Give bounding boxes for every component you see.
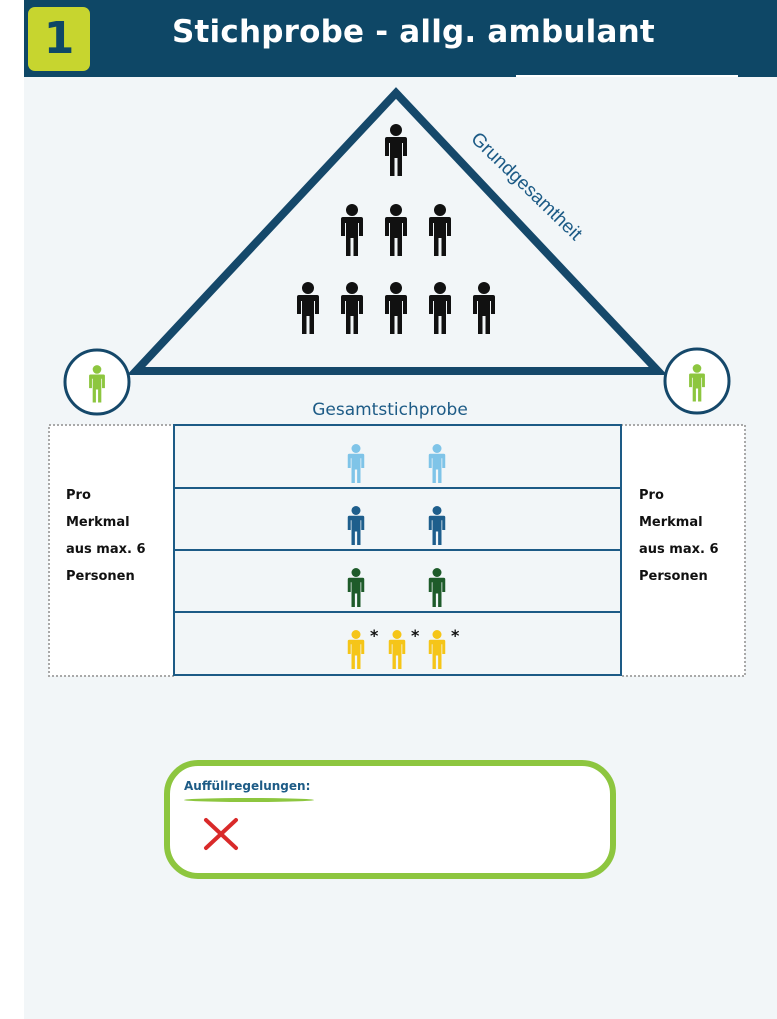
left-note-line: aus max. 6 — [66, 542, 146, 557]
asterisk-mark: * — [370, 626, 379, 645]
right-note-line: aus max. 6 — [639, 542, 719, 557]
header-divider — [516, 75, 738, 77]
page-title: Stichprobe - allg. ambulant — [172, 14, 655, 50]
left-note-line: Pro — [66, 488, 91, 503]
population-person-icon — [473, 282, 495, 334]
population-person-icon — [385, 282, 407, 334]
filling-rules-box — [164, 760, 616, 879]
population-triangle — [126, 87, 668, 375]
population-person-icon — [341, 204, 363, 256]
header-bar — [24, 0, 777, 77]
right-note-line: Pro — [639, 488, 664, 503]
filling-rules-underline — [184, 798, 314, 802]
filling-rules-title: Auffüllregelungen: — [184, 779, 311, 793]
population-person-icon — [297, 282, 319, 334]
asterisk-mark: * — [411, 626, 420, 645]
population-people — [297, 124, 495, 334]
section-number-badge: 1 — [28, 7, 90, 71]
population-person-icon — [385, 124, 407, 176]
population-person-icon — [385, 204, 407, 256]
left-sample-circle — [63, 348, 131, 416]
population-person-icon — [429, 204, 451, 256]
population-person-icon — [341, 282, 363, 334]
sample-label: Gesamtstichprobe — [312, 400, 468, 420]
left-note-line: Personen — [66, 569, 135, 584]
red-x-icon — [204, 818, 238, 850]
left-note-box — [48, 424, 175, 677]
left-note-line: Merkmal — [66, 515, 130, 530]
right-sample-circle — [663, 347, 731, 415]
strata-people: * * * — [347, 444, 460, 669]
right-note-box — [620, 424, 746, 677]
population-person-icon — [429, 282, 451, 334]
left-note: Pro Merkmal aus max. 6 Personen — [66, 482, 166, 590]
right-note: Pro Merkmal aus max. 6 Personen — [639, 482, 739, 590]
right-note-line: Merkmal — [639, 515, 703, 530]
asterisk-mark: * — [451, 626, 460, 645]
right-note-line: Personen — [639, 569, 708, 584]
